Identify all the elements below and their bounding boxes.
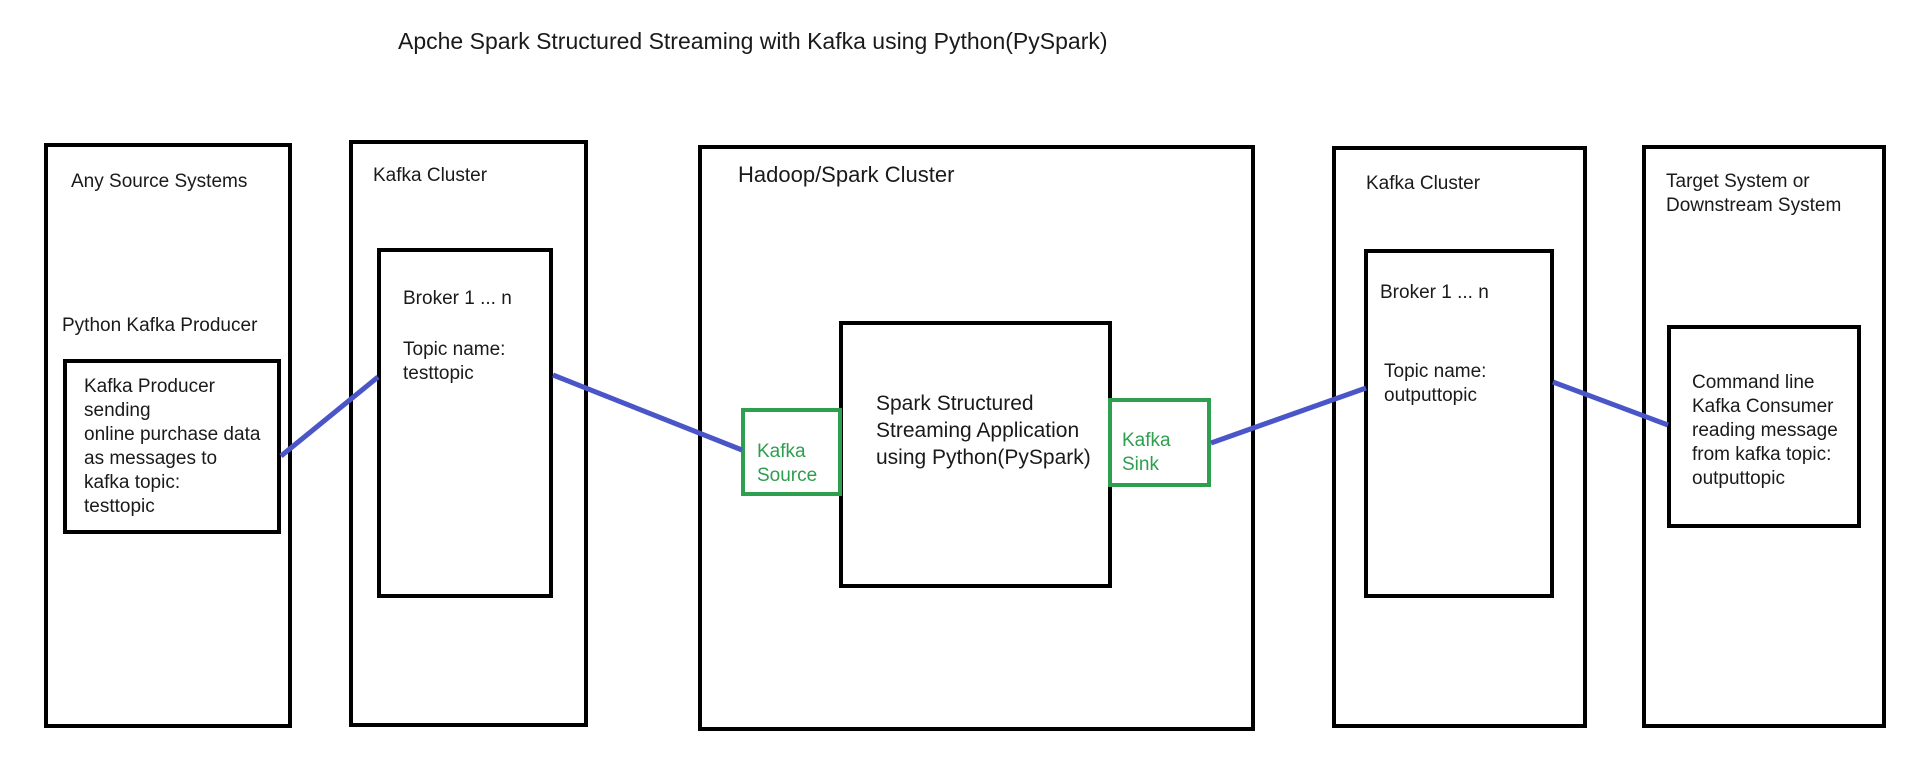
spark-cluster-header: Hadoop/Spark Cluster xyxy=(738,162,955,187)
producer-box xyxy=(63,359,281,534)
producer-label: Python Kafka Producer xyxy=(62,315,258,336)
kafka-sink-label: Kafka Sink xyxy=(1122,430,1171,475)
consumer-box-text: Command line Kafka Consumer reading mess… xyxy=(1692,372,1838,489)
target-system-header: Target System or Downstream System xyxy=(1666,171,1842,216)
broker-left-label: Broker 1 ... n xyxy=(403,288,512,309)
producer-box-text: Kafka Producer sending online purchase d… xyxy=(84,376,261,517)
topic-left-label: Topic name: testtopic xyxy=(403,339,506,384)
consumer-box xyxy=(1667,325,1861,528)
broker-right-label: Broker 1 ... n xyxy=(1380,282,1489,303)
kafka-cluster-left-header: Kafka Cluster xyxy=(373,165,488,186)
topic-right-label: Topic name: outputtopic xyxy=(1384,361,1487,406)
source-system-header: Any Source Systems xyxy=(71,171,248,192)
kafka-sink-connector xyxy=(1108,398,1211,487)
kafka-source-label: Kafka Source xyxy=(757,441,818,486)
diagram-title: Apche Spark Structured Streaming with Ka… xyxy=(398,28,1108,54)
spark-app-label: Spark Structured Streaming Application u… xyxy=(876,392,1091,469)
kafka-cluster-right-header: Kafka Cluster xyxy=(1366,173,1481,194)
target-system-box xyxy=(1642,145,1886,728)
kafka-source-connector xyxy=(741,408,842,496)
